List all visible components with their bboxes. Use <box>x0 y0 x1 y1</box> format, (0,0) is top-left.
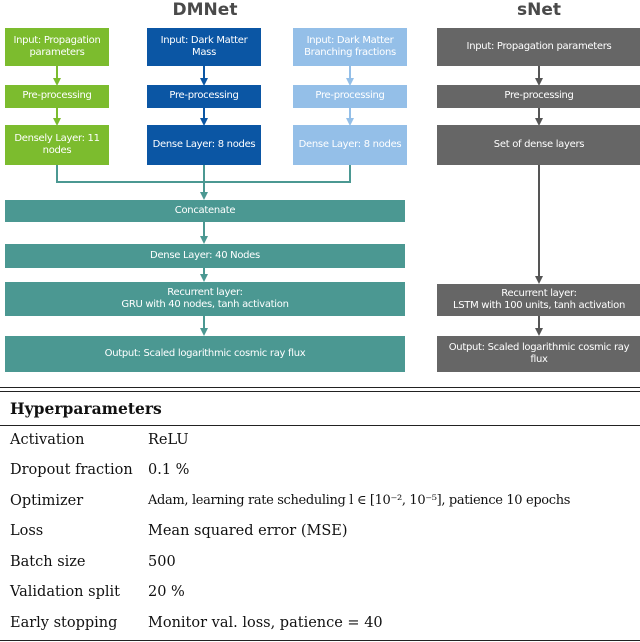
dmnet-dense-40: Dense Layer: 40 Nodes <box>5 244 405 268</box>
table-key: Validation split <box>10 584 120 600</box>
snet-preprocessing: Pre-processing <box>437 85 640 108</box>
table-value: Adam, learning rate scheduling l ∈ [10⁻²… <box>148 493 571 508</box>
dmnet-input-branching: Input: Dark Matter Branching fractions <box>293 28 407 66</box>
dmnet-preprocessing-darkblue: Pre-processing <box>147 85 261 108</box>
snet-output: Output: Scaled logarithmic cosmic ray fl… <box>437 336 640 372</box>
separator-rule-bottom <box>0 391 640 392</box>
table-key: Batch size <box>10 554 86 570</box>
dmnet-recurrent-title: Recurrent layer: <box>167 286 243 298</box>
dmnet-recurrent-layer: Recurrent layer: GRU with 40 nodes, tanh… <box>5 282 405 316</box>
table-value: ReLU <box>148 432 189 448</box>
dmnet-output: Output: Scaled logarithmic cosmic ray fl… <box>5 336 405 372</box>
dmnet-dense-lightblue: Dense Layer: 8 nodes <box>293 125 407 165</box>
connector-arrows <box>53 66 543 336</box>
dmnet-input-propagation: Input: Propagation parameters <box>5 28 109 66</box>
table-key: Activation <box>10 432 85 448</box>
dmnet-preprocessing-lightblue: Pre-processing <box>293 85 407 108</box>
dmnet-heading: DMNet <box>172 0 238 20</box>
table-value: Mean squared error (MSE) <box>148 523 348 539</box>
snet-heading: sNet <box>516 0 561 20</box>
dmnet-input-mass: Input: Dark Matter Mass <box>147 28 261 66</box>
dmnet-concatenate: Concatenate <box>5 200 405 222</box>
dmnet-preprocessing-green: Pre-processing <box>5 85 109 108</box>
table-value: Monitor val. loss, patience = 40 <box>148 615 383 631</box>
snet-recurrent-detail: LSTM with 100 units, tanh activation <box>452 300 626 311</box>
table-key: Loss <box>10 523 44 539</box>
table-title: Hyperparameters <box>10 399 162 418</box>
snet-input: Input: Propagation parameters <box>437 28 640 66</box>
table-row: Loss Mean squared error (MSE) <box>0 523 640 543</box>
table-bottom-rule <box>0 640 640 641</box>
table-row: Dropout fraction 0.1 % <box>0 462 640 482</box>
table-key: Dropout fraction <box>10 462 133 478</box>
snet-dense-set: Set of dense layers <box>437 125 640 165</box>
table-header-rule <box>0 425 640 426</box>
table-row: Validation split 20 % <box>0 584 640 604</box>
separator-rule-top <box>0 387 640 388</box>
dmnet-recurrent-detail: GRU with 40 nodes, tanh activation <box>121 299 289 310</box>
table-row: Early stopping Monitor val. loss, patien… <box>0 615 640 635</box>
table-value: 20 % <box>148 584 185 600</box>
dmnet-dense-green: Densely Layer: 11 nodes <box>5 125 109 165</box>
snet-recurrent-layer: Recurrent layer: LSTM with 100 units, ta… <box>437 284 640 316</box>
table-row: Optimizer Adam, learning rate scheduling… <box>0 493 640 513</box>
table-value: 500 <box>148 554 176 570</box>
dmnet-dense-darkblue: Dense Layer: 8 nodes <box>147 125 261 165</box>
table-row: Activation ReLU <box>0 432 640 452</box>
table-key: Optimizer <box>10 493 84 509</box>
table-value: 0.1 % <box>148 462 190 478</box>
snet-recurrent-title: Recurrent layer: <box>501 287 577 299</box>
table-row: Batch size 500 <box>0 554 640 574</box>
table-key: Early stopping <box>10 615 118 631</box>
